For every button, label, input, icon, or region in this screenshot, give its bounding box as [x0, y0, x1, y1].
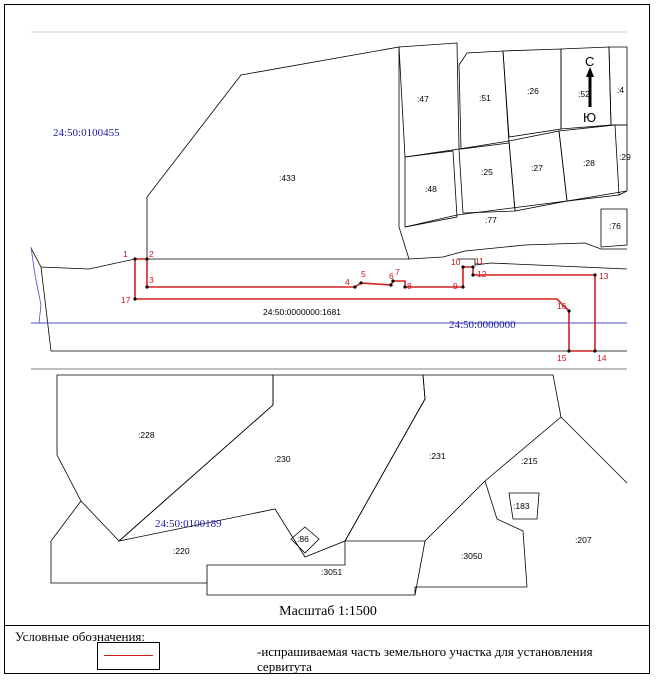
parcel-label: :86 [297, 534, 309, 544]
point-number: 14 [597, 353, 607, 363]
point-marker [133, 257, 137, 261]
parcel-label: :228 [138, 430, 155, 440]
parcel-label: :433 [279, 173, 296, 183]
legend-title: Условные обозначения: [15, 629, 146, 644]
parcel-label: :25 [481, 167, 493, 177]
quarter-label-north: 24:50:0100455 [53, 127, 120, 139]
parcel-west-boundary [30, 247, 136, 270]
parcel-label: :220 [173, 546, 190, 556]
quarter-label-south: 24:50:0100189 [155, 518, 222, 530]
parcel-label: :52 [578, 89, 590, 99]
point-number: 1 [123, 249, 128, 259]
parcel-48-boundary [404, 150, 458, 228]
parcel-207-west [484, 480, 528, 588]
point-marker [471, 265, 475, 269]
parcel-231-boundary [344, 374, 562, 542]
parcel-label: :231 [429, 451, 446, 461]
road-south-edge [40, 266, 627, 352]
parcel-label: :4 [617, 85, 624, 95]
point-number: 4 [345, 277, 350, 287]
point-number: 2 [149, 249, 154, 259]
point-number: 3 [149, 275, 154, 285]
legend-red-line [104, 655, 153, 656]
point-marker [567, 349, 571, 353]
parcel-215-boundary [560, 416, 628, 484]
point-marker [461, 265, 465, 269]
legend-swatch [97, 642, 160, 670]
parcel-77-top [404, 190, 628, 228]
parcel-label: :77 [485, 215, 497, 225]
point-number: 5 [361, 269, 366, 279]
parcel-220-boundary-a [50, 500, 82, 542]
road-parcel-label: 24:50:0000000:1681 [263, 307, 341, 317]
point-marker [593, 273, 597, 277]
map-sheet: :433 :47 :51 :26 :52 :4 :48 :25 :27 :28 … [4, 4, 650, 674]
parcel-label: :3051 [321, 567, 343, 577]
parcel-label: :48 [425, 184, 437, 194]
parcel-label: :76 [609, 221, 621, 231]
point-marker [391, 279, 395, 283]
point-marker [353, 285, 357, 289]
parcel-label: :207 [575, 535, 592, 545]
point-marker [389, 283, 393, 287]
parcel-220-boundary [50, 541, 346, 584]
quarter-boundary-west [30, 246, 42, 324]
point-number: 9 [453, 281, 458, 291]
point-marker [359, 281, 363, 285]
point-marker [403, 285, 407, 289]
parcel-label: :215 [521, 456, 538, 466]
parcel-86-boundary [290, 526, 320, 554]
point-number: 7 [395, 267, 400, 277]
point-number: 15 [557, 353, 567, 363]
point-marker [133, 297, 137, 301]
quarter-label-road: 24:50:0000000 [449, 319, 516, 331]
point-number: 13 [599, 271, 609, 281]
parcel-77-bottom [408, 242, 627, 260]
parcel-183-boundary [508, 492, 540, 520]
compass-icon: С Ю [583, 54, 596, 125]
compass-south-label: Ю [583, 110, 596, 125]
cadastral-map: :433 :47 :51 :26 :52 :4 :48 :25 :27 :28 … [30, 31, 631, 596]
parcel-label: :183 [513, 501, 530, 511]
point-marker [471, 273, 475, 277]
parcel-47-boundary [398, 42, 460, 158]
legend-item-text: -испрашиваемая часть земельного участка … [257, 644, 593, 674]
point-marker [145, 257, 149, 261]
parcel-label: :47 [417, 94, 429, 104]
point-number: 12 [477, 269, 487, 279]
parcel-label: :230 [274, 454, 291, 464]
parcel-label: :29 [619, 152, 631, 162]
scale-text: Масштаб 1:1500 [279, 604, 377, 619]
parcel-label: :28 [583, 158, 595, 168]
legend: Условные обозначения: -испрашиваемая час… [5, 625, 649, 674]
point-marker [145, 285, 149, 289]
parcel-label: :51 [479, 93, 491, 103]
point-marker [461, 285, 465, 289]
point-marker [567, 309, 571, 313]
point-marker [593, 349, 597, 353]
point-number: 11 [475, 256, 484, 266]
parcel-label: :26 [527, 86, 539, 96]
parcel-29-boundary [615, 124, 628, 196]
point-number: 8 [407, 281, 412, 291]
point-number: 16 [557, 301, 567, 311]
parcel-label: :27 [531, 163, 543, 173]
point-number: 10 [451, 257, 461, 267]
compass-north-label: С [585, 54, 594, 69]
parcel-433-boundary [146, 46, 410, 260]
point-number: 6 [389, 271, 394, 281]
road-north-edge [457, 258, 628, 270]
parcel-25-boundary [458, 140, 516, 214]
point-number: 17 [121, 295, 131, 305]
parcel-label: :3050 [461, 551, 483, 561]
parcel-76-boundary [600, 208, 628, 248]
parcel-3050-boundary [414, 586, 527, 595]
parcel-3051-boundary [206, 540, 426, 596]
